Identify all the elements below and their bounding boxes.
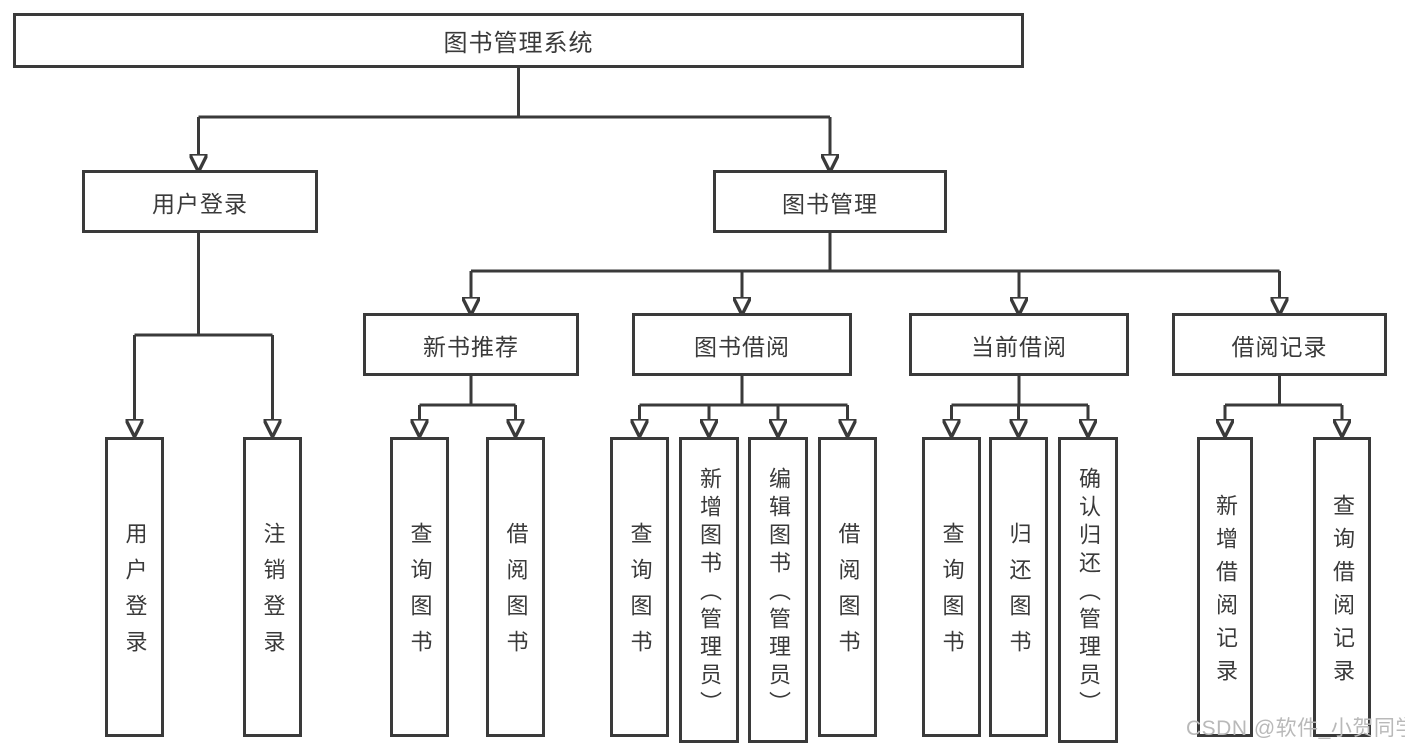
- leaf-query-books-borrow-label: 查询图书: [627, 522, 653, 666]
- book-borrow-connectors: [640, 376, 848, 420]
- leaf-query-books-recommend: 查询图书: [390, 437, 449, 737]
- node-current-borrow-label: 当前借阅: [971, 333, 1067, 360]
- leaf-add-borrow-record-label: 新增借阅记录: [1213, 493, 1238, 692]
- leaf-confirm-return-admin: 确认归还（管理员）: [1058, 437, 1118, 743]
- leaf-add-book-admin: 新增图书（管理员）: [679, 437, 739, 743]
- leaf-borrow-books-label: 借阅图书: [835, 522, 861, 666]
- leaf-query-borrow-record: 查询借阅记录: [1313, 437, 1371, 737]
- watermark: CSDN @软件_小贺同学: [1186, 717, 1405, 740]
- node-book-management: 图书管理: [713, 170, 947, 233]
- book-management-connectors: [471, 233, 1280, 298]
- node-borrow-records-label: 借阅记录: [1231, 333, 1328, 360]
- leaf-user-login: 用户登录: [105, 437, 164, 737]
- leaf-borrow-books-recommend-label: 借阅图书: [503, 522, 529, 666]
- leaf-query-books-recommend-label: 查询图书: [407, 522, 433, 666]
- leaf-edit-book-admin: 编辑图书（管理员）: [748, 437, 808, 743]
- leaf-logout-label: 注销登录: [260, 522, 286, 666]
- borrow-records-connectors: [1225, 376, 1342, 420]
- leaf-query-borrow-record-label: 查询借阅记录: [1330, 493, 1355, 692]
- current-borrow-connectors: [952, 376, 1089, 420]
- leaf-edit-book-admin-label: 编辑图书（管理员）: [766, 467, 791, 719]
- leaf-user-login-label: 用户登录: [122, 522, 148, 666]
- node-book-borrow-label: 图书借阅: [694, 333, 790, 360]
- node-new-book-recommend-label: 新书推荐: [423, 333, 519, 360]
- leaf-logout: 注销登录: [243, 437, 302, 737]
- root-connectors: [199, 68, 831, 155]
- node-root-label: 图书管理系统: [443, 30, 594, 57]
- node-root: 图书管理系统: [13, 13, 1024, 68]
- node-book-borrow: 图书借阅: [632, 313, 852, 376]
- node-book-management-label: 图书管理: [782, 190, 878, 217]
- node-user-login-label: 用户登录: [152, 190, 248, 217]
- node-new-book-recommend: 新书推荐: [363, 313, 579, 376]
- user-login-connectors: [135, 233, 273, 420]
- node-borrow-records: 借阅记录: [1172, 313, 1387, 376]
- node-current-borrow: 当前借阅: [909, 313, 1129, 376]
- leaf-return-book-label: 归还图书: [1006, 522, 1032, 666]
- leaf-add-book-admin-label: 新增图书（管理员）: [697, 467, 722, 719]
- leaf-add-borrow-record: 新增借阅记录: [1197, 437, 1253, 737]
- leaf-query-books-borrow: 查询图书: [610, 437, 669, 737]
- leaf-borrow-books: 借阅图书: [818, 437, 877, 737]
- new-book-recommend-connectors: [420, 376, 516, 420]
- leaf-confirm-return-admin-label: 确认归还（管理员）: [1076, 467, 1101, 719]
- node-user-login: 用户登录: [82, 170, 318, 233]
- leaf-return-book: 归还图书: [989, 437, 1048, 737]
- leaf-query-books-current-label: 查询图书: [939, 522, 965, 666]
- leaf-borrow-books-recommend: 借阅图书: [486, 437, 545, 737]
- leaf-query-books-current: 查询图书: [922, 437, 981, 737]
